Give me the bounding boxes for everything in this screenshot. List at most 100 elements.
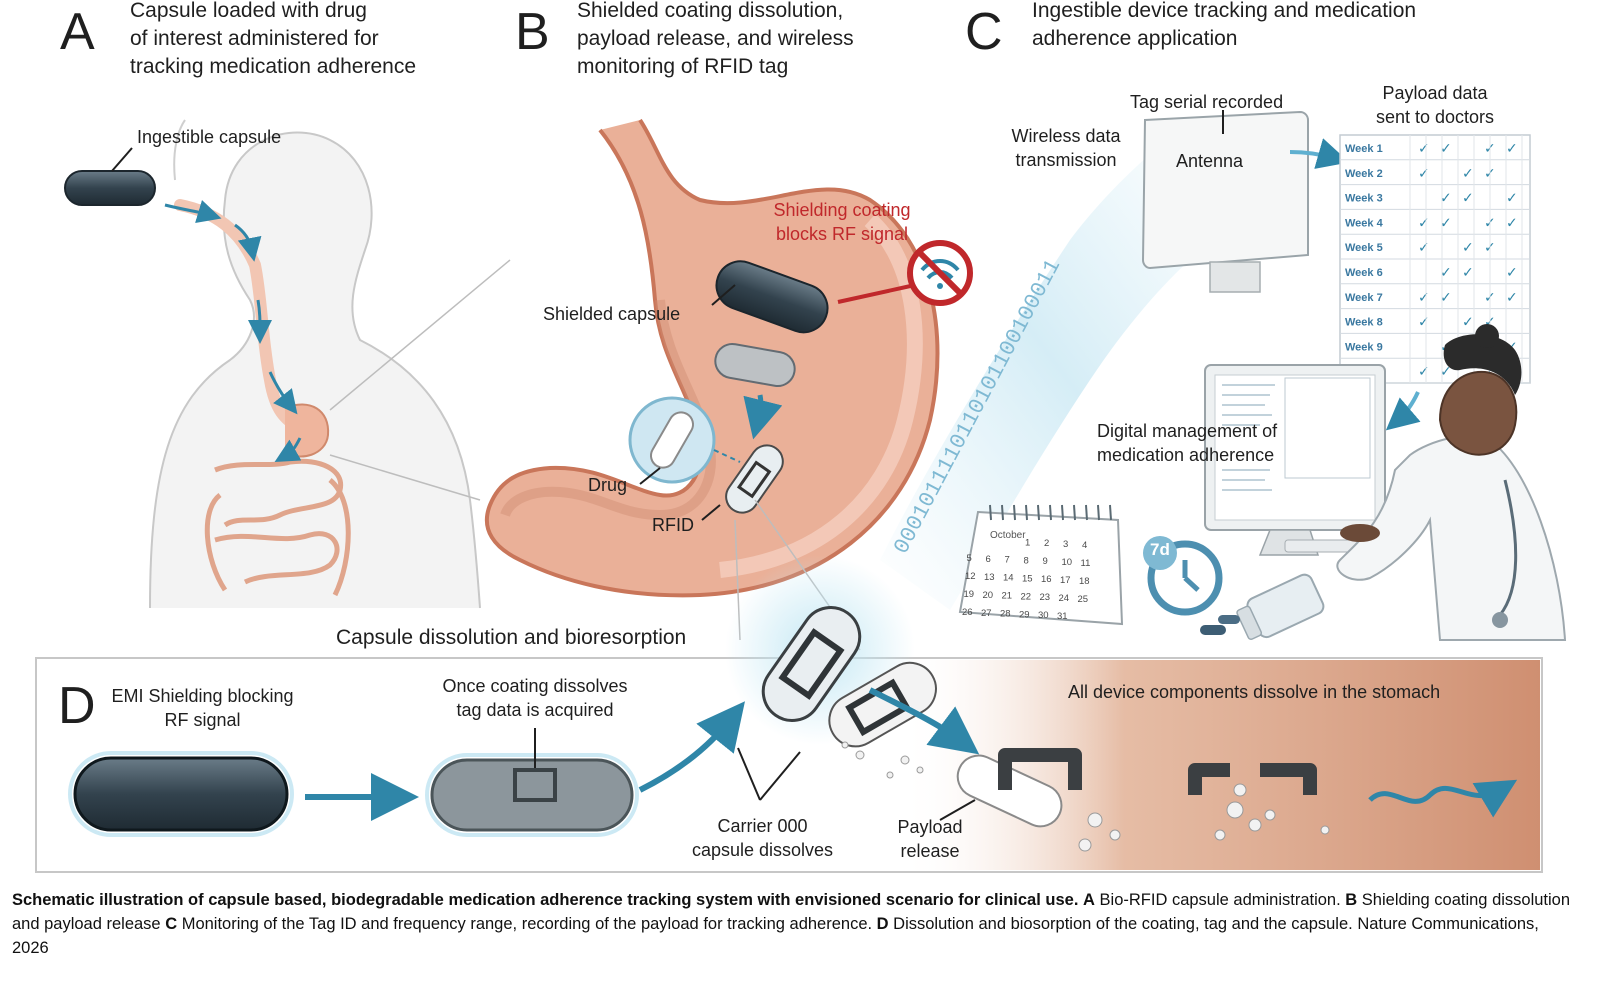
calendar-day: 20	[983, 590, 994, 601]
panel-c-devices: Week 1✓✓✓✓Week 2✓✓✓Week 3✓✓✓Week 4✓✓✓✓We…	[958, 110, 1567, 641]
check-mark: ✓	[1418, 315, 1430, 331]
calendar-day: 8	[1024, 555, 1029, 566]
check-mark: ✓	[1440, 364, 1452, 380]
calendar-day: 1	[1025, 537, 1030, 548]
check-mark: ✓	[1462, 191, 1474, 207]
calendar-day: 5	[967, 553, 972, 564]
label-payload-data-line1: Payload data	[1382, 83, 1488, 103]
label-payload-release-line1: Payload	[897, 817, 963, 837]
calendar-day: 9	[1043, 556, 1048, 567]
check-mark: ✓	[1462, 315, 1474, 331]
figure-caption: Schematic illustration of capsule based,…	[12, 888, 1572, 960]
calendar-day: 28	[1000, 609, 1011, 620]
calendar-day: 4	[1082, 540, 1087, 551]
calendar-day: 30	[1038, 610, 1049, 621]
panel-b-title-line1: Shielded coating dissolution,	[577, 0, 844, 22]
panel-d-strip	[35, 555, 1543, 873]
calendar-day: 3	[1063, 539, 1068, 550]
check-mark: ✓	[1440, 191, 1452, 207]
panel-c-title-line1: Ingestible device tracking and medicatio…	[1032, 0, 1417, 22]
check-mark: ✓	[1506, 191, 1518, 207]
week-row-label: Week 8	[1345, 317, 1383, 329]
check-mark: ✓	[1462, 166, 1474, 182]
caption-key-b: B	[1345, 891, 1358, 909]
antenna-panel	[1141, 110, 1309, 270]
label-drug: Drug	[588, 475, 628, 495]
panel-a-title-line2: of interest administered for	[130, 27, 379, 50]
panel-a-title-line1: Capsule loaded with drug	[130, 0, 367, 22]
week-row-label: Week 9	[1345, 341, 1383, 353]
check-mark: ✓	[1440, 215, 1452, 231]
check-mark: ✓	[1506, 215, 1518, 231]
calendar-day: 23	[1040, 592, 1051, 603]
label-shielding-coating-line1: Shielding coating	[773, 200, 911, 220]
label-rfid: RFID	[652, 515, 694, 535]
check-mark: ✓	[1418, 290, 1430, 306]
emi-shielded-capsule	[73, 756, 289, 832]
calendar-day: 7	[1005, 555, 1010, 566]
calendar-day: 18	[1079, 576, 1090, 587]
week-row-label: Week 7	[1345, 292, 1383, 304]
caption-text-a: Bio-RFID capsule administration.	[1094, 891, 1346, 909]
panel-b-stomach	[484, 118, 973, 651]
label-payload-release-line2: release	[900, 841, 960, 861]
dissolving-capsule	[430, 758, 634, 832]
week-row-label: Week 5	[1345, 242, 1383, 254]
panel-b-title: Shielded coating dissolution, payload re…	[577, 0, 854, 81]
check-mark: ✓	[1440, 290, 1452, 306]
calendar-day: 17	[1060, 575, 1071, 586]
calendar-day: 12	[965, 571, 976, 582]
week-row-label: Week 3	[1345, 193, 1383, 205]
label-emi: EMI Shielding blocking RF signal	[100, 684, 305, 732]
calendar-day: 29	[1019, 609, 1030, 620]
calendar-day: 21	[1002, 591, 1013, 602]
calendar-day: 6	[986, 554, 991, 565]
check-mark: ✓	[1418, 240, 1430, 256]
caption-lead: Schematic illustration of capsule based,…	[12, 891, 1079, 909]
panel-d-subtitle: Capsule dissolution and bioresorption	[336, 626, 687, 649]
calendar-day: 11	[1081, 558, 1091, 569]
label-antenna: Antenna	[1176, 151, 1244, 171]
check-mark: ✓	[1440, 141, 1452, 157]
caption-key-d: D	[876, 915, 889, 933]
panel-c-title: Ingestible device tracking and medicatio…	[1032, 0, 1416, 53]
calendar-day: 31	[1057, 611, 1068, 622]
check-mark: ✓	[1462, 240, 1474, 256]
calendar-day: 13	[984, 572, 995, 583]
week-row-label: Week 6	[1345, 267, 1383, 279]
caption-key-a: A	[1083, 891, 1095, 909]
label-ingestible-capsule: Ingestible capsule	[137, 127, 282, 147]
label-wireless: Wireless data transmission	[996, 124, 1136, 172]
label-shielding-coating: Shielding coating blocks RF signal	[752, 198, 932, 246]
label-carrier-line2: capsule dissolves	[691, 840, 834, 860]
shielded-capsule-shape	[715, 260, 829, 334]
panel-b-letter: B	[515, 3, 550, 61]
panel-c-letter: C	[965, 3, 1003, 61]
pill-bottle	[1200, 573, 1325, 641]
label-all-dissolve: All device components dissolve in the st…	[1068, 682, 1441, 702]
clock-label: 7d	[1150, 540, 1170, 559]
label-wireless-line2: transmission	[1015, 150, 1117, 170]
panel-d-letter: D	[58, 677, 96, 735]
panel-a-body	[64, 119, 511, 609]
label-digital-mgmt-line1: Digital management of	[1097, 421, 1278, 441]
check-mark: ✓	[1418, 364, 1430, 380]
check-mark: ✓	[1440, 265, 1452, 281]
label-emi-line1: EMI Shielding blocking	[111, 686, 294, 706]
caption-text-b: Shielding coating dissolution and payloa…	[12, 891, 1571, 933]
week-row-label: Week 4	[1345, 217, 1384, 229]
calendar-day: 2	[1044, 538, 1049, 549]
ingestible-capsule-shape	[64, 170, 156, 206]
check-mark: ✓	[1506, 290, 1518, 306]
no-wifi-icon	[907, 240, 973, 306]
panel-b-title-line2: payload release, and wireless	[577, 27, 854, 50]
calendar-day: 22	[1021, 591, 1032, 602]
calendar-day: 15	[1022, 573, 1033, 584]
caption-text-c: Monitoring of the Tag ID and frequency r…	[177, 915, 877, 933]
panel-a-letter: A	[60, 3, 95, 61]
week-row-label: Week 1	[1345, 143, 1383, 155]
label-wireless-line1: Wireless data	[1011, 126, 1121, 146]
label-coating-dissolves-line1: Once coating dissolves	[442, 676, 628, 696]
label-carrier-line1: Carrier 000	[717, 816, 808, 836]
